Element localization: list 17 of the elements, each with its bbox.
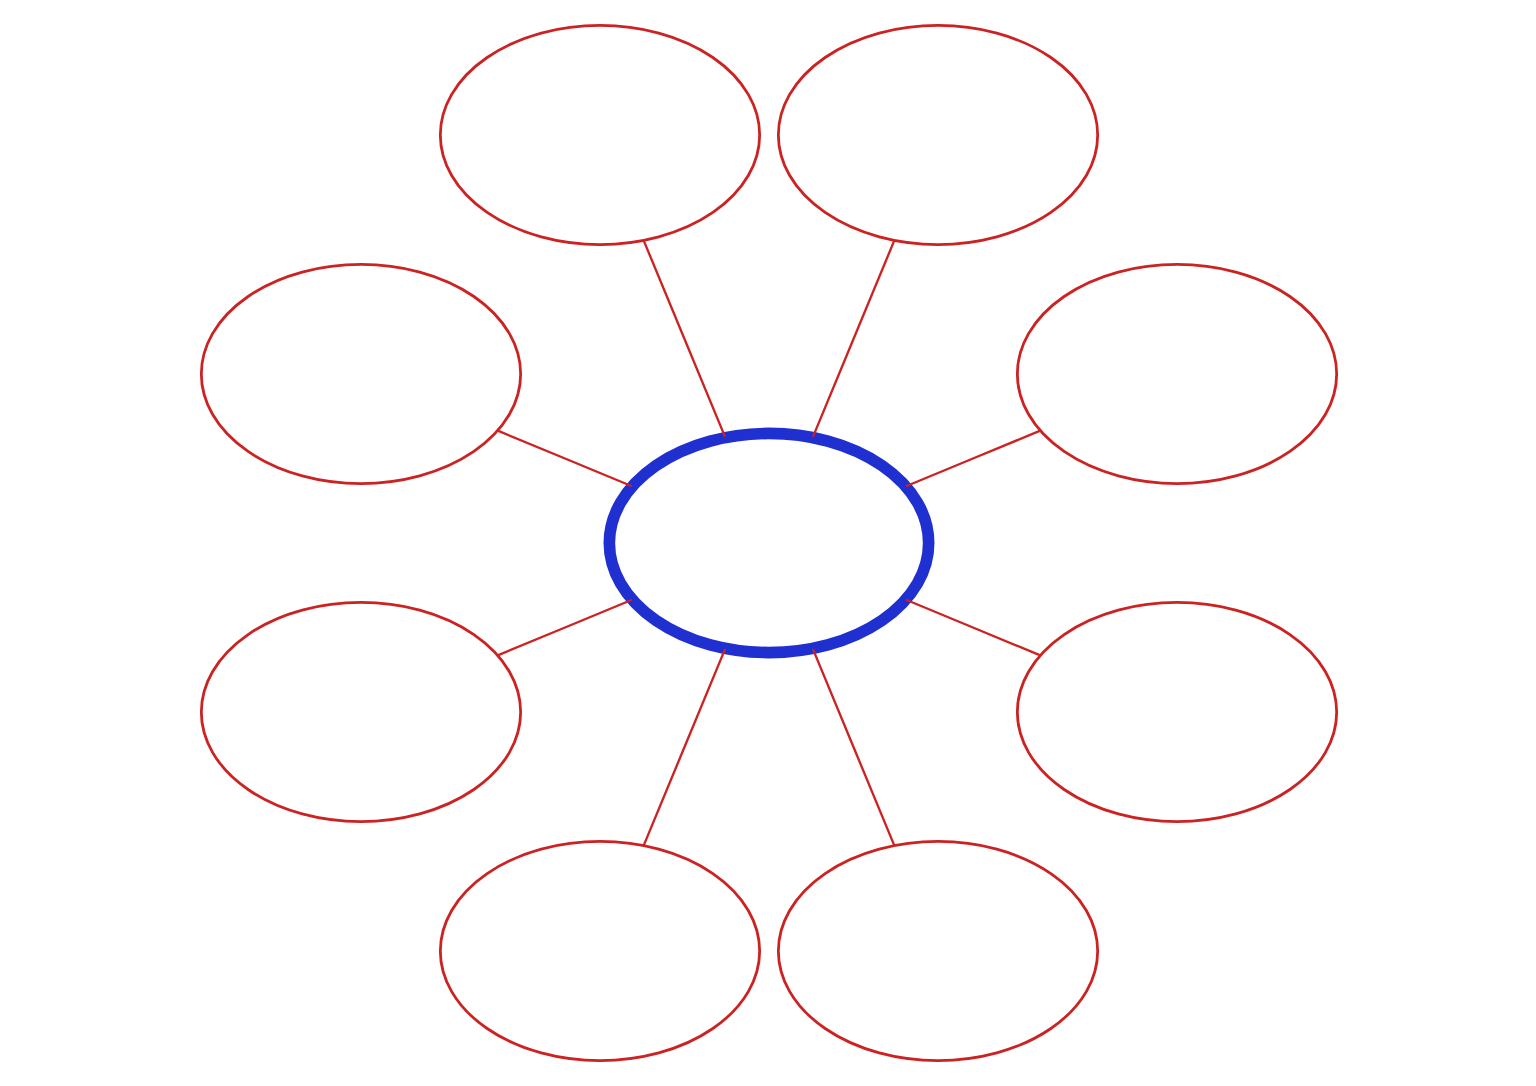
node-ellipse [775, 24, 1099, 246]
connector [810, 648, 895, 846]
node-ellipse [775, 840, 1099, 1062]
connector [641, 240, 726, 438]
connector [641, 648, 726, 846]
connector [904, 598, 1040, 657]
node-ellipse [437, 24, 761, 246]
node-ellipse [198, 601, 522, 823]
node-ellipse [1014, 263, 1338, 485]
node-ellipse [437, 840, 761, 1062]
connector [810, 240, 895, 438]
node-ellipse [602, 427, 934, 659]
node-ellipse [198, 263, 522, 485]
connector [496, 429, 632, 488]
connector [496, 598, 632, 657]
node-ellipse [1014, 601, 1338, 823]
connector [904, 429, 1040, 488]
